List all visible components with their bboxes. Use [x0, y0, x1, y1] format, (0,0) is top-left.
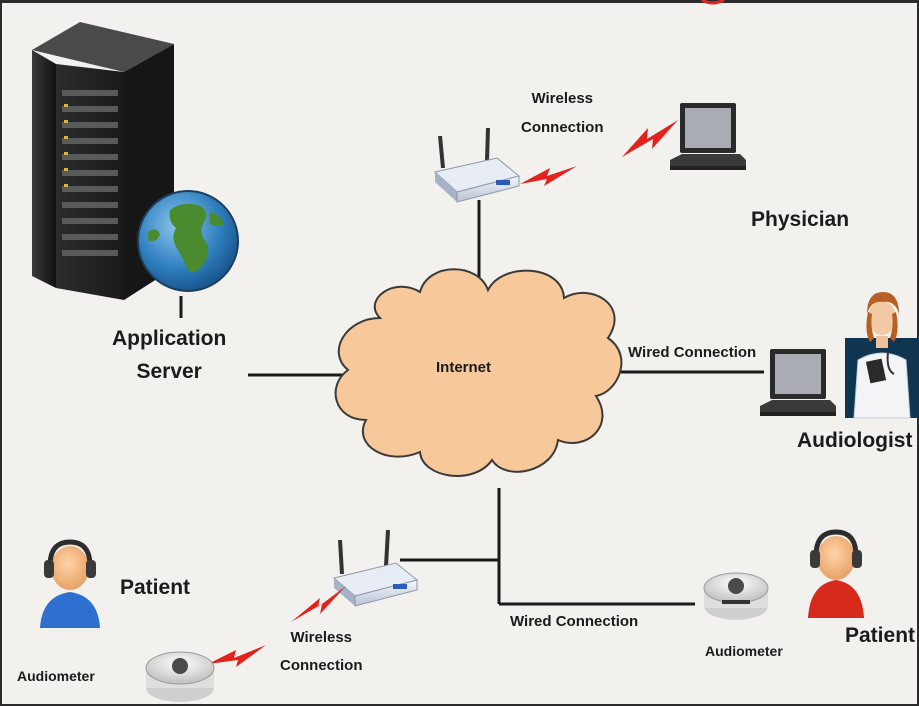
audiometer-left-icon	[145, 651, 215, 702]
audiometer-right-label: Audiometer	[705, 643, 783, 659]
wired-connection-right-label: Wired Connection	[628, 344, 757, 361]
wireless-connection-bottom-label: Wireless Connection	[280, 629, 363, 674]
patient-left-icon	[40, 539, 100, 628]
audiometer-right-icon	[703, 572, 769, 620]
server-icon	[32, 22, 174, 300]
lightning-physician-icon	[622, 120, 678, 157]
wired-connection-bottom-label: Wired Connection	[510, 613, 639, 630]
connection-lines	[179, 200, 764, 606]
router-top-icon	[433, 127, 521, 203]
audiometer-left-label: Audiometer	[17, 668, 95, 684]
physician-label: Physician	[751, 208, 850, 231]
router-bottom-icon	[332, 529, 419, 607]
lightning-router-bottom-icon	[291, 586, 346, 622]
doctor-icon	[845, 292, 919, 419]
lightning-router-top-icon	[520, 166, 577, 186]
application-server-label: Application Server	[112, 327, 227, 383]
lightning-audiometer-icon	[208, 645, 266, 667]
patient-right-label: Patient	[845, 624, 916, 647]
laptop-audiologist-icon	[760, 349, 836, 416]
laptop-physician-icon	[670, 103, 746, 170]
patient-left-label: Patient	[120, 576, 191, 599]
patient-right-icon	[808, 529, 864, 618]
audiologist-label: Audiologist	[797, 429, 913, 452]
wireless-connection-top-label: Wireless Connection	[521, 90, 604, 136]
internet-cloud-icon	[334, 268, 623, 477]
internet-label: Internet	[436, 359, 492, 376]
header-fragment	[2, 0, 919, 5]
globe-icon	[137, 190, 239, 292]
